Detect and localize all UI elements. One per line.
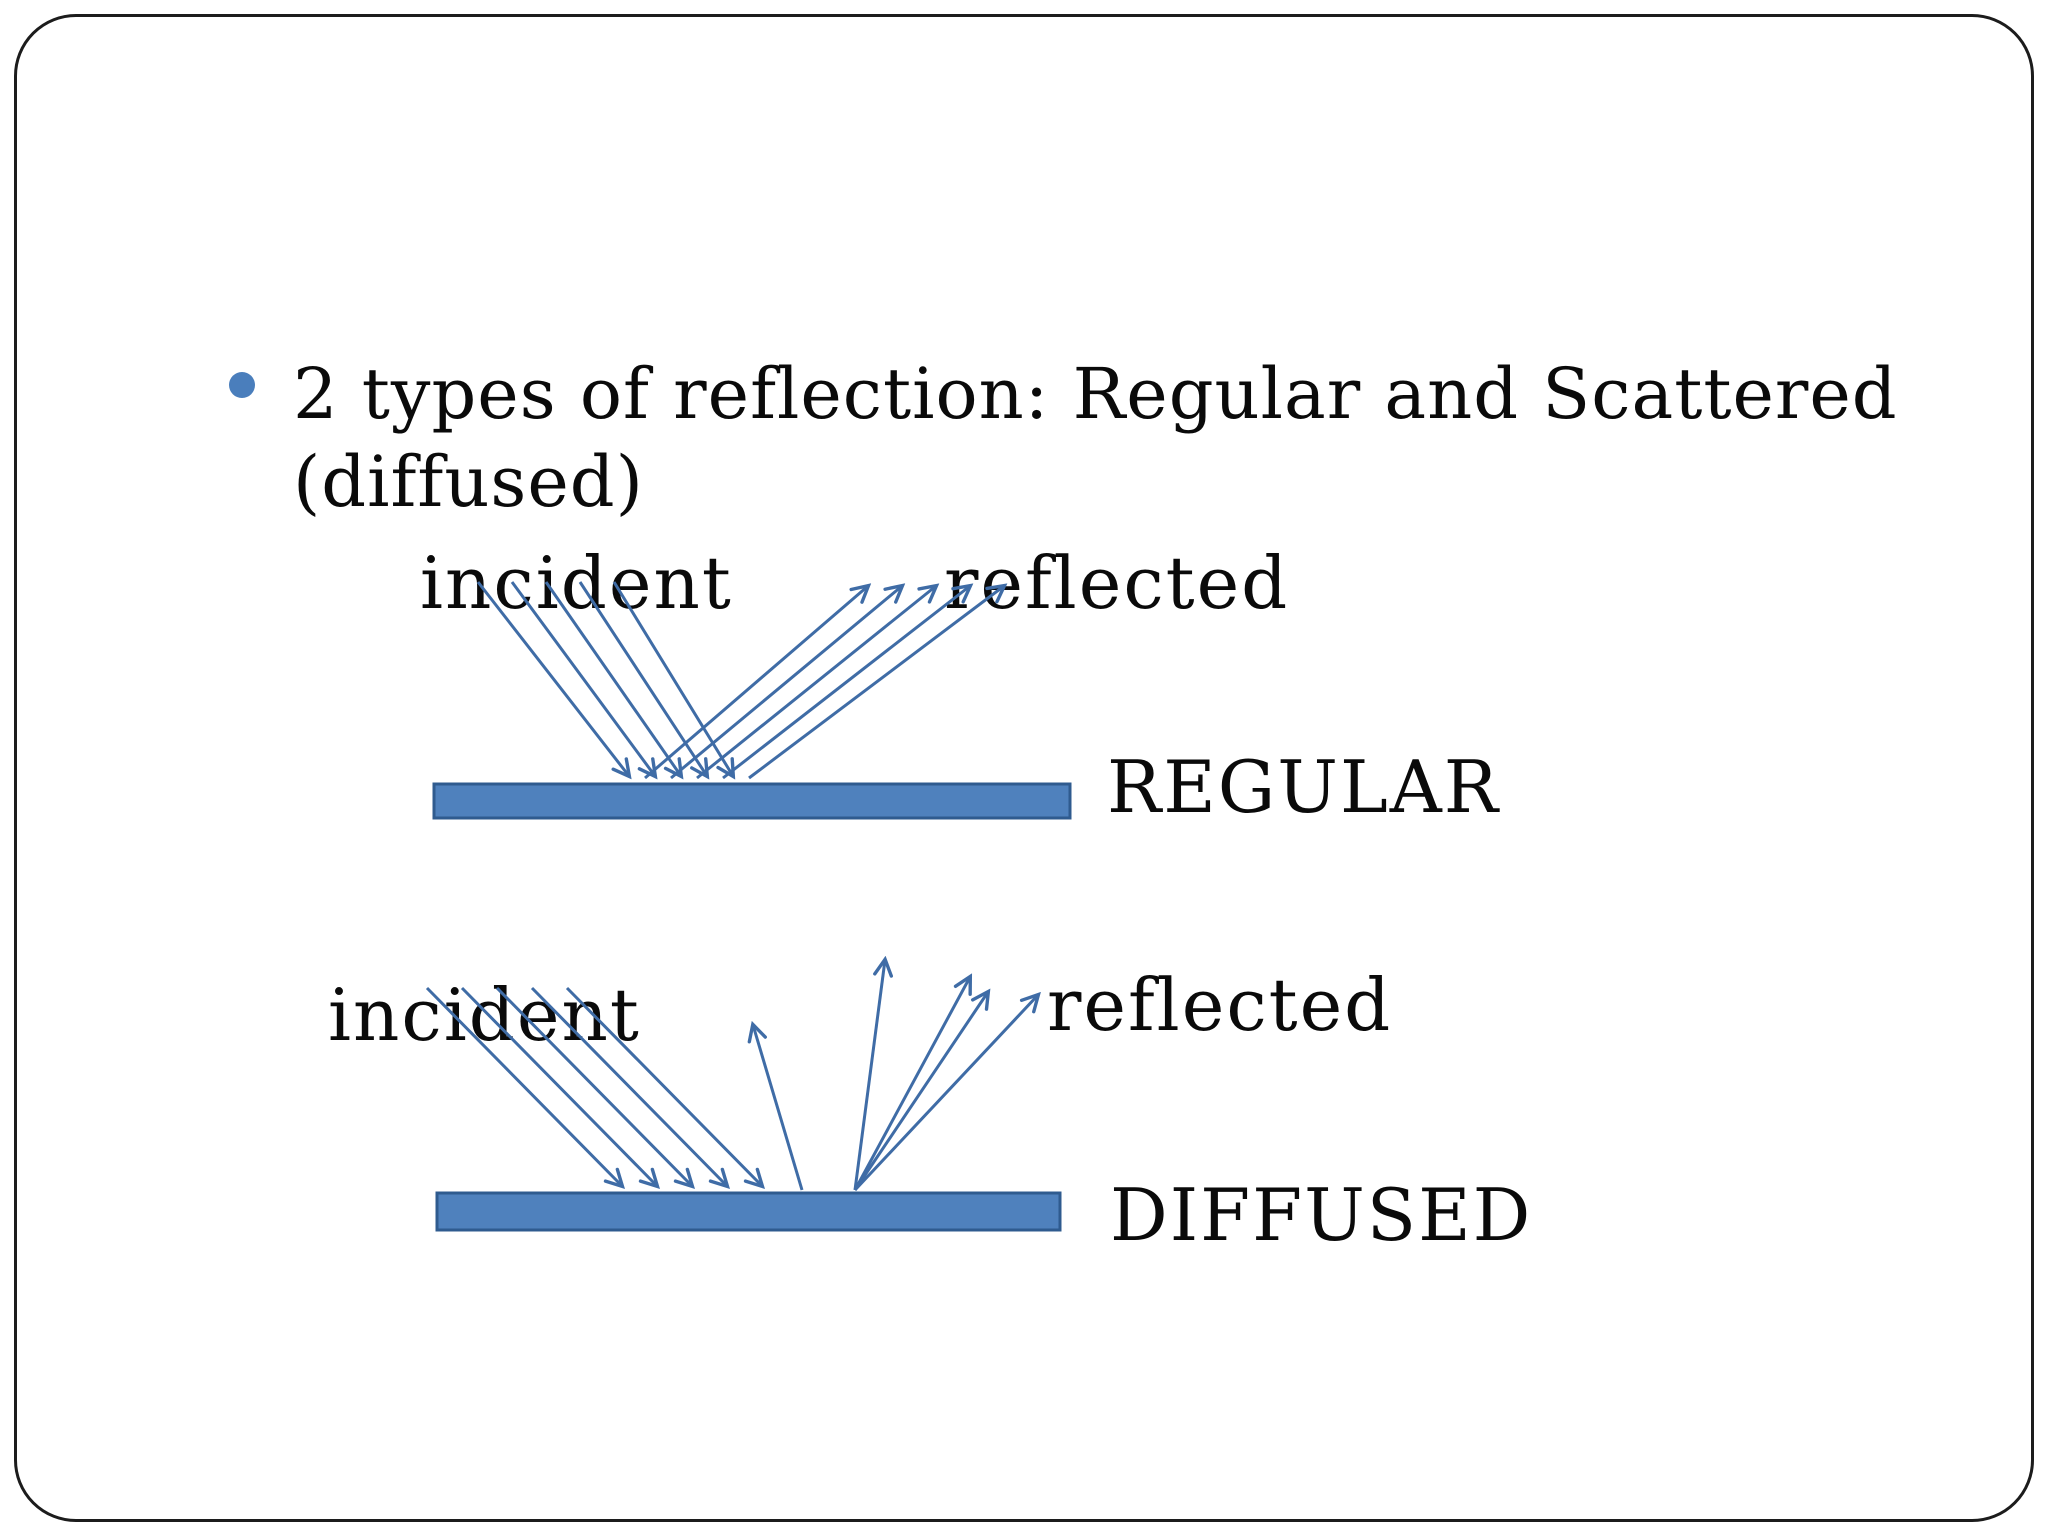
ray-line	[460, 986, 657, 1186]
diffused-reflected-label: reflected	[1047, 963, 1392, 1047]
slide-border-frame	[14, 14, 2034, 1522]
diffused-type-label: DIFFUSED	[1110, 1173, 1532, 1257]
ray-line	[853, 995, 1038, 1192]
ray-line	[565, 986, 762, 1186]
diffused-surface-bar	[435, 1191, 1062, 1232]
bullet-text-line-2: (diffused)	[293, 441, 644, 523]
ray-line	[495, 986, 692, 1186]
regular-surface-bar	[432, 782, 1072, 820]
ray-line	[853, 977, 970, 1191]
ray-line	[476, 581, 629, 776]
regular-type-label: REGULAR	[1107, 745, 1500, 829]
regular-incident-label: incident	[420, 541, 733, 625]
ray-line	[544, 581, 681, 776]
diffused-incident-rays-group	[425, 986, 762, 1186]
diffused-reflected-rays-group	[753, 960, 1038, 1192]
ray-line	[853, 960, 885, 1191]
bullet-text-line-1: 2 types of reflection: Regular and Scatt…	[293, 353, 1898, 435]
ray-line	[425, 986, 622, 1186]
ray-line	[748, 586, 1004, 780]
ray-line	[753, 1025, 804, 1191]
ray-line	[670, 586, 902, 780]
ray-line	[696, 586, 936, 780]
bullet-dot	[229, 372, 255, 398]
ray-line	[853, 992, 988, 1191]
ray-line	[722, 586, 970, 780]
ray-line	[530, 986, 727, 1186]
regular-reflected-label: reflected	[944, 541, 1289, 625]
bullet-text: 2 types of reflection: Regular and Scatt…	[293, 350, 1933, 526]
ray-line	[510, 581, 655, 776]
regular-reflected-rays-group	[644, 586, 1004, 780]
ray-line	[644, 586, 868, 780]
diagram-regular: incident reflected REGULAR	[420, 541, 1500, 829]
diagram-diffused: incident reflected DIFFUSED	[328, 960, 1532, 1257]
